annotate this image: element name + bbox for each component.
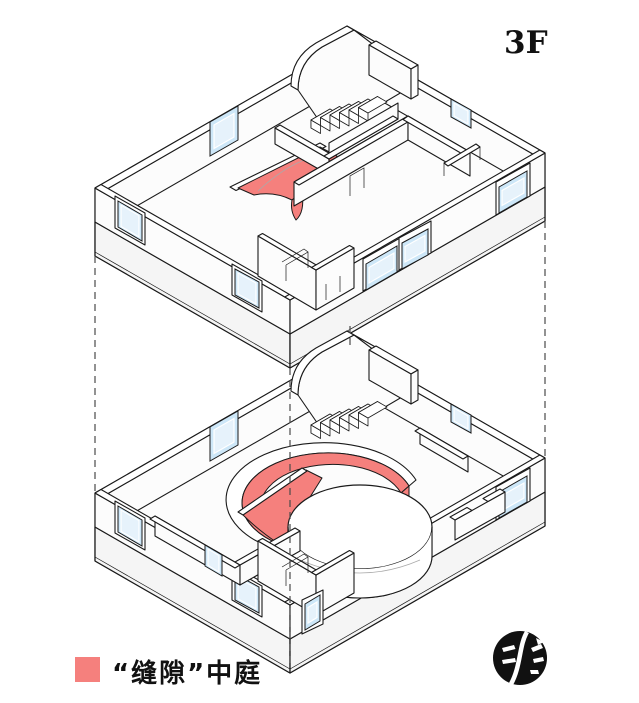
south-room: [257, 537, 355, 616]
window-glass: [301, 589, 324, 635]
floor-2f-drawing: [94, 330, 546, 674]
floor-2f-interior: [149, 427, 506, 635]
legend: “缝隙”中庭: [75, 657, 262, 689]
interior-window: [204, 544, 223, 577]
interior-wall: [482, 488, 506, 503]
interior-wall: [323, 115, 399, 160]
legend-label: “缝隙”中庭: [112, 658, 262, 689]
interior-wall: [414, 427, 469, 460]
floor-3f-drawing: [94, 25, 546, 369]
interior-wall: [449, 506, 473, 521]
south-room: [257, 232, 355, 311]
floor-label: 3F: [504, 25, 548, 61]
floor-3f-shell: [94, 25, 546, 369]
ink-seal-logo-icon: [493, 630, 547, 686]
floor-3f-interior: [229, 102, 481, 311]
projection-dashlines: [94, 221, 546, 668]
legend-swatch: [75, 657, 100, 682]
